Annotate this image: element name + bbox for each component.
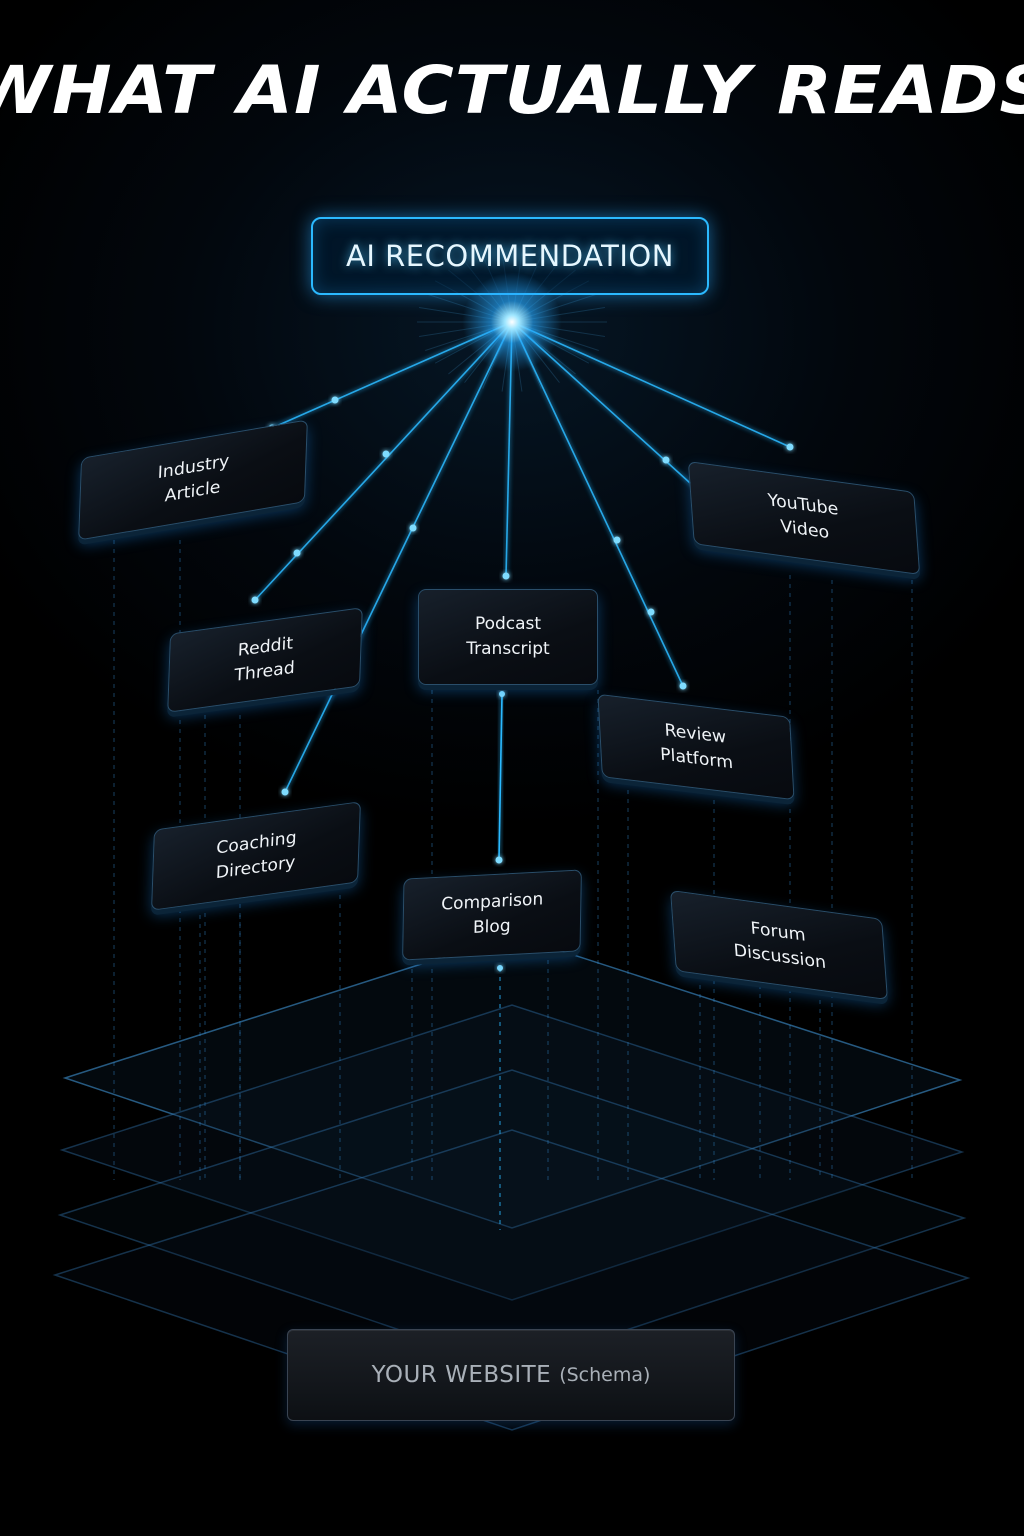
- connector-dot: [409, 524, 417, 532]
- platform-layer: [57, 1069, 967, 1369]
- connector-dot: [786, 443, 794, 451]
- connector-dot: [499, 691, 505, 697]
- source-label-industry-article: Industry Article: [157, 451, 230, 507]
- connector-dot: [679, 682, 687, 690]
- platform-layer: [62, 934, 963, 1229]
- page-title: WHAT AI ACTUALLY READS: [0, 52, 1024, 129]
- light-burst: [462, 272, 562, 372]
- your-website-note: (Schema): [559, 1364, 651, 1386]
- connector-dot: [382, 450, 390, 458]
- platform-layer: [59, 1004, 965, 1301]
- connector-dot: [495, 856, 503, 864]
- connector-dot: [613, 536, 621, 544]
- connector-line: [498, 693, 503, 861]
- connector-line: [511, 321, 684, 687]
- your-website-box: YOUR WEBSITE (Schema): [287, 1329, 735, 1421]
- source-label-comparison-blog: Comparison Blog: [441, 889, 544, 938]
- source-label-coaching-directory: Coaching Directory: [215, 827, 297, 884]
- connector-dot: [647, 608, 655, 616]
- source-label-review-platform: Review Platform: [659, 720, 734, 774]
- connector-dot: [331, 396, 339, 404]
- connector-dot: [502, 572, 510, 580]
- connector-dot: [251, 596, 259, 604]
- source-label-youtube-video: YouTube Video: [767, 490, 840, 544]
- connector-line: [284, 321, 513, 793]
- source-label-podcast-transcript: Podcast Transcript: [466, 614, 550, 659]
- connector-dot: [497, 965, 503, 971]
- ai-recommendation-label: AI RECOMMENDATION: [346, 239, 674, 273]
- connector-dot: [662, 456, 670, 464]
- connector-dot: [281, 788, 289, 796]
- connector-line: [511, 321, 791, 448]
- source-label-forum-discussion: Forum Discussion: [733, 918, 827, 974]
- source-card-podcast-transcript: Podcast Transcript: [418, 589, 598, 685]
- connector-dot: [293, 549, 301, 557]
- source-label-reddit-thread: Reddit Thread: [234, 633, 296, 686]
- your-website-label: YOUR WEBSITE: [371, 1362, 552, 1388]
- source-card-comparison-blog: Comparison Blog: [402, 869, 582, 961]
